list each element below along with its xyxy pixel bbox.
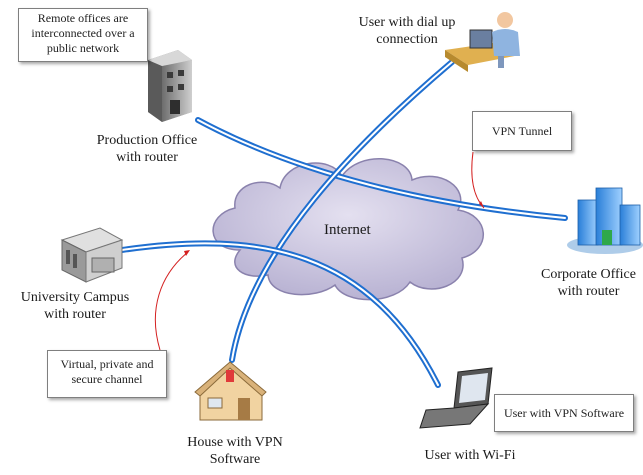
callout-pointers [154, 151, 485, 351]
production-office-line-2: with router [116, 150, 178, 165]
tunnel-university-wifi [119, 240, 441, 388]
virtual-channel-line-2: secure channel [71, 372, 143, 386]
laptop-icon [419, 367, 493, 429]
user-vpn-software-callout: User with VPN Software [494, 394, 634, 432]
university-campus-line-1: University Campus [20, 290, 130, 305]
remote-offices-line-1: Remote offices are [37, 11, 129, 25]
corporate-office-icon [567, 187, 643, 254]
house-vpn-label: House with VPN Software [170, 434, 300, 468]
tunnel-dialup-house [229, 59, 455, 363]
dialup-user-line-1: User with dial up [358, 15, 456, 30]
house-icon [194, 361, 267, 421]
vpn-tunnels [119, 59, 568, 388]
vpn-tunnel-label: VPN Tunnel [491, 124, 553, 138]
corporate-office-line-2: with router [557, 284, 620, 299]
production-office-line-1: Production Office [96, 133, 198, 148]
house-vpn-line-1: House with VPN [187, 435, 283, 450]
internet-label: Internet [324, 222, 371, 238]
corporate-office-line-1: Corporate Office [541, 267, 636, 282]
dialup-user-line-2: connection [376, 32, 438, 47]
virtual-channel-callout: Virtual, private and secure channel [47, 350, 167, 398]
dialup-user-icon [445, 12, 520, 72]
wifi-user-label: User with Wi-Fi [424, 448, 516, 463]
production-office-icon [148, 50, 192, 122]
remote-offices-line-2: interconnected over a [31, 26, 135, 40]
dialup-user-label: User with dial up connection [352, 14, 462, 48]
corporate-office-label: Corporate Office with router [534, 266, 643, 300]
remote-offices-line-3: public network [46, 41, 120, 55]
virtual-channel-pointer [154, 251, 189, 351]
user-vpn-software-label: User with VPN Software [503, 406, 625, 420]
remote-offices-callout: Remote offices are interconnected over a… [18, 8, 148, 62]
vpn-tunnel-pointer [471, 151, 485, 209]
production-office-label: Production Office with router [72, 132, 222, 166]
virtual-channel-line-1: Virtual, private and [60, 357, 154, 371]
vpn-tunnel-callout: VPN Tunnel [472, 111, 572, 151]
university-campus-icon [60, 227, 124, 283]
university-campus-line-2: with router [44, 307, 106, 322]
house-vpn-line-2: Software [209, 452, 261, 467]
university-campus-label: University Campus with router [4, 289, 146, 323]
tunnel-production-corporate [195, 117, 568, 221]
